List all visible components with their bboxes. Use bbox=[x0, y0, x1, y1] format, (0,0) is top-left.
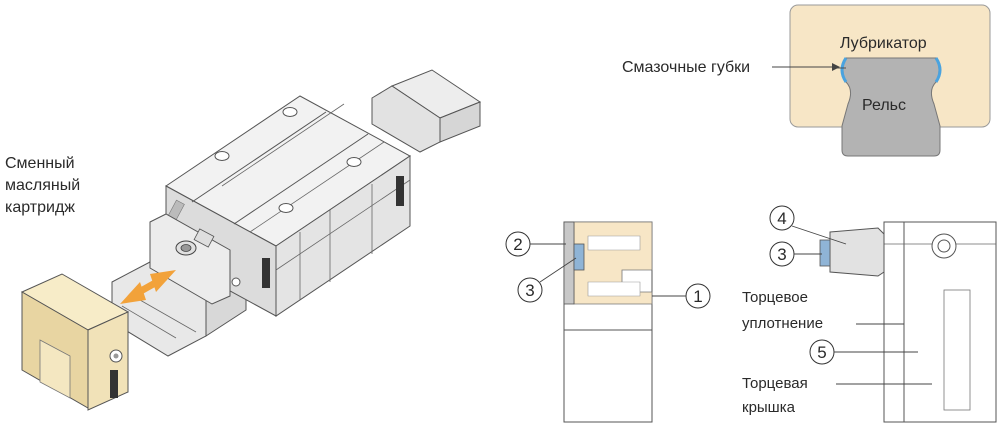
right-sponge bbox=[934, 57, 942, 83]
svg-text:3: 3 bbox=[525, 281, 534, 300]
brand-mark bbox=[943, 289, 971, 411]
svg-text:Сменный: Сменный bbox=[5, 155, 75, 172]
svg-text:3: 3 bbox=[777, 245, 786, 264]
section-view bbox=[563, 221, 653, 423]
double-headed-arrow-icon bbox=[120, 270, 176, 304]
svg-text:Смазочные губки: Смазочные губки bbox=[622, 59, 750, 76]
svg-text:5: 5 bbox=[817, 343, 826, 362]
svg-text:Торцевая: Торцевая bbox=[742, 375, 808, 392]
svg-text:Лубрикатор: Лубрикатор bbox=[840, 35, 927, 52]
svg-text:4: 4 bbox=[777, 209, 786, 228]
sponges-label: Смазочные губки bbox=[622, 59, 840, 76]
end-view bbox=[819, 221, 997, 423]
svg-text:крышка: крышка bbox=[742, 399, 796, 416]
circled-number-icon bbox=[769, 205, 795, 231]
oil-cartridge bbox=[20, 273, 130, 411]
lubricator-cross-section: Лубрикатор Рельс bbox=[789, 4, 991, 157]
circled-number-icon bbox=[517, 277, 543, 303]
carriage-block-3d bbox=[149, 95, 411, 317]
svg-text:уплотнение: уплотнение bbox=[742, 315, 823, 332]
svg-text:Торцевое: Торцевое bbox=[742, 289, 808, 306]
svg-text:картридж: картридж bbox=[5, 199, 75, 216]
svg-text:масляный: масляный bbox=[5, 177, 80, 194]
end-view-callouts: 4 3 Торцевое уплотнение 5 Торцевая крышк… bbox=[742, 205, 932, 416]
cartridge-label: Сменный масляный картридж bbox=[5, 155, 80, 216]
svg-text:Рельс: Рельс bbox=[862, 97, 906, 114]
svg-text:1: 1 bbox=[693, 287, 702, 306]
section-callouts: 2 3 1 bbox=[505, 231, 711, 309]
left-sponge bbox=[840, 57, 848, 83]
svg-text:2: 2 bbox=[513, 235, 522, 254]
